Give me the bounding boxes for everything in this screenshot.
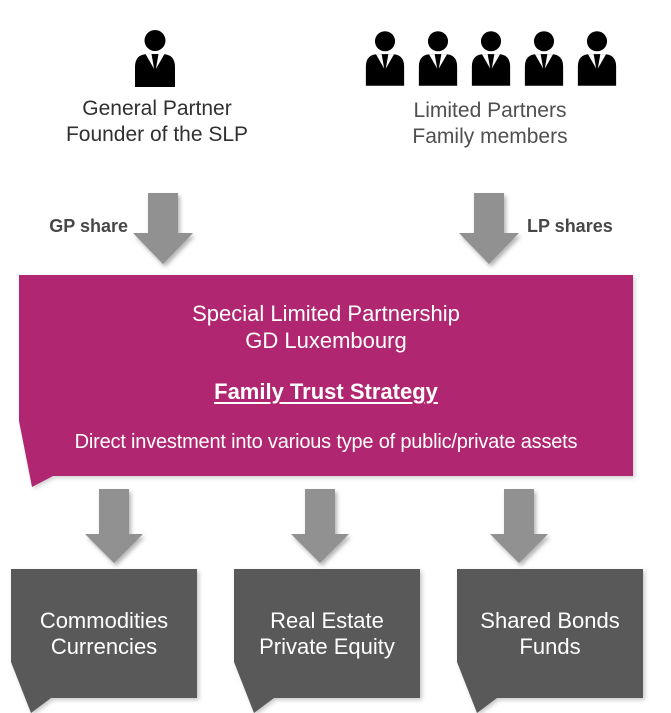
asset-box-real-estate: Real Estate Private Equity <box>234 569 420 713</box>
asset-box-commodities: Commodities Currencies <box>11 569 197 713</box>
asset-box-line1: Shared Bonds <box>480 607 620 633</box>
asset-box-line2: Currencies <box>50 633 158 659</box>
partnership-line2: GD Luxembourg <box>245 328 407 353</box>
businessman-icon <box>522 30 566 91</box>
gp-share-label: GP share <box>49 216 128 236</box>
businessman-icon <box>363 30 407 91</box>
asset-box-background <box>234 569 420 713</box>
partnership-line1: Special Limited Partnership <box>192 301 460 326</box>
asset-box-line1: Commodities <box>39 607 169 633</box>
partnership-description: Direct investment into various type of p… <box>74 431 578 453</box>
asset-box-shared-bonds: Shared Bonds Funds <box>457 569 643 713</box>
asset-box-background <box>11 569 197 713</box>
down-block-arrow <box>459 193 519 264</box>
asset-box-line2: Funds <box>519 633 581 659</box>
limited-partners-caption: Limited Partners Family members <box>370 98 610 150</box>
general-partner-caption: General Partner Founder of the SLP <box>37 96 277 148</box>
businessman-icon <box>416 30 460 91</box>
partnership-strategy: Family Trust Strategy <box>214 379 438 404</box>
down-block-arrow <box>291 489 349 563</box>
partnership-box: Special Limited Partnership GD Luxembour… <box>19 275 633 490</box>
lp-caption-line2: Family members <box>412 125 568 148</box>
businessman-icon <box>469 30 513 91</box>
asset-box-background <box>457 569 643 713</box>
down-block-arrow <box>85 489 143 563</box>
businessman-icon <box>132 29 178 87</box>
gp-caption-line1: General Partner <box>82 97 232 120</box>
businessman-icon <box>575 30 619 91</box>
gp-caption-line2: Founder of the SLP <box>65 123 249 146</box>
asset-box-line1: Real Estate <box>270 607 384 633</box>
lp-shares-label: LP shares <box>527 216 613 236</box>
partnership-box-background <box>19 275 633 487</box>
down-block-arrow <box>133 193 193 264</box>
asset-box-line2: Private Equity <box>259 633 395 659</box>
down-block-arrow <box>490 489 548 563</box>
lp-caption-line1: Limited Partners <box>413 99 567 122</box>
limited-partners-icon-group <box>363 30 619 91</box>
